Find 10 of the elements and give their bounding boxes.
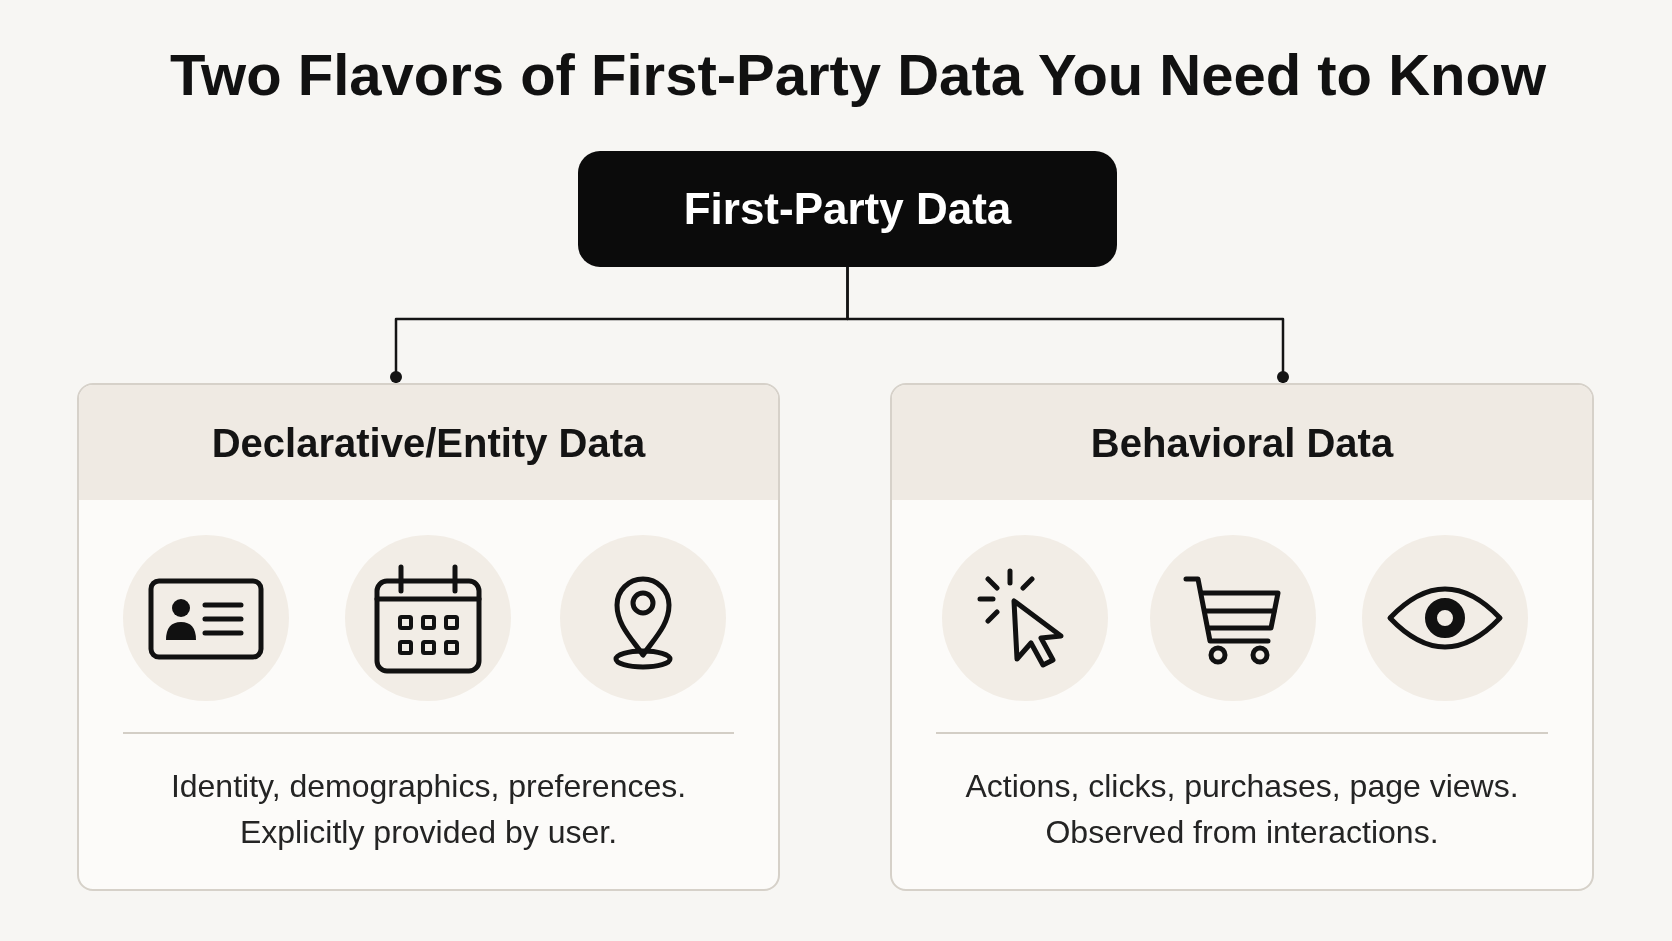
- card-heading: Declarative/Entity Data: [211, 419, 646, 467]
- category-card: [77, 383, 780, 891]
- connector-line: [846, 267, 1289, 383]
- category-label: First-Party Data: [683, 183, 1012, 235]
- category-box: [578, 151, 1117, 267]
- card-description: Identity, demographics, preferences. Explicitly provided by user.: [169, 767, 688, 852]
- card-description: Actions, clicks, purchases, page views. Observed from interactions.: [964, 767, 1520, 852]
- page-title: Two Flavors of First-Party Data You Need to Know: [168, 41, 1548, 109]
- card-heading: Behavioral Data: [1090, 419, 1394, 467]
- category-card: [890, 383, 1594, 891]
